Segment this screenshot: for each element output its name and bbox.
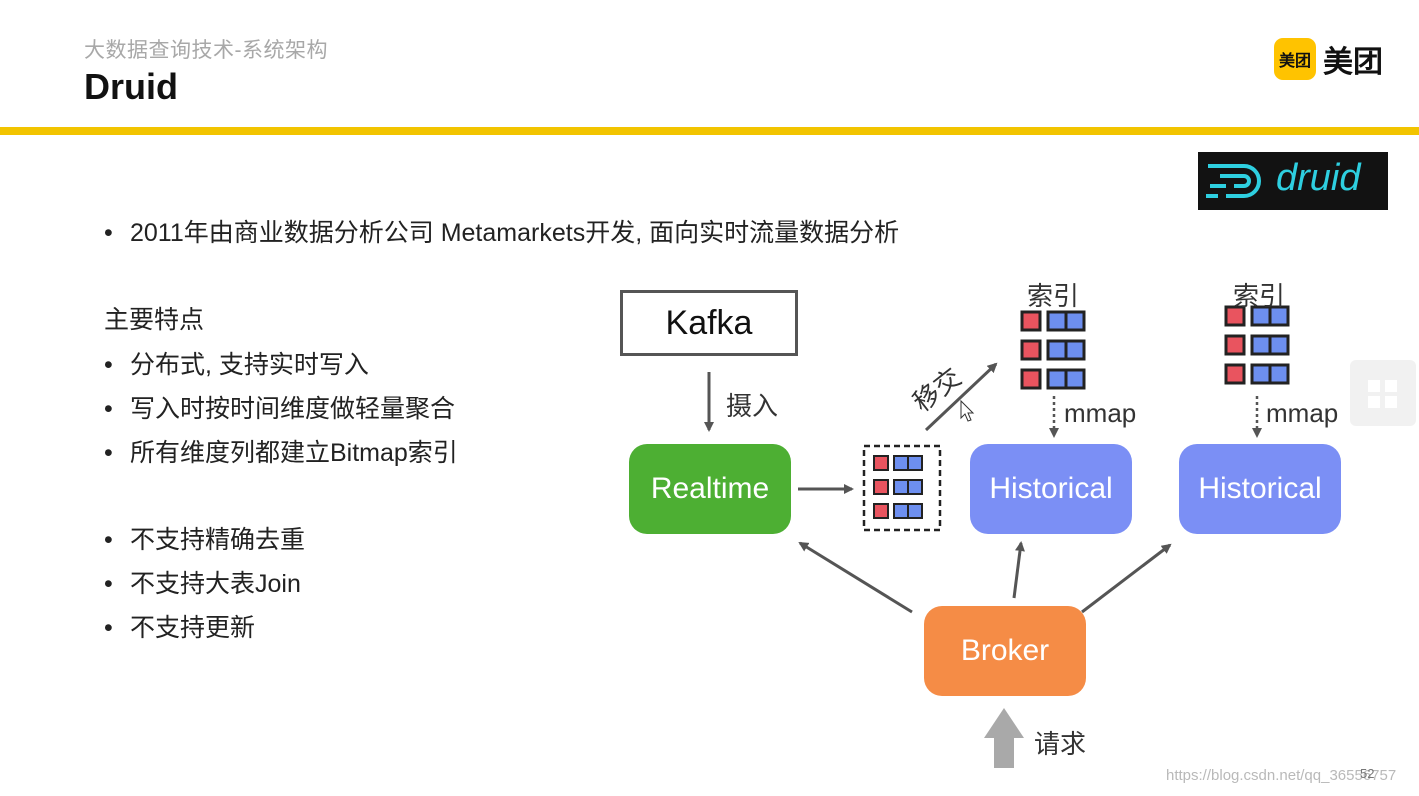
bullet-dot: •	[104, 219, 113, 247]
broker-to-realtime-arrow	[798, 541, 913, 614]
limitation-item: • 不支持大表Join	[104, 564, 301, 600]
request-arrow	[984, 708, 1024, 768]
historical-node-1: Historical	[970, 444, 1132, 534]
request-label: 请求	[1034, 729, 1087, 759]
handoff-arrow	[924, 362, 998, 432]
grid-cell	[1385, 396, 1397, 408]
slide-subtitle: 大数据查询技术-系统架构	[84, 39, 328, 62]
realtime-node: Realtime	[629, 444, 791, 534]
header-divider	[0, 127, 1419, 135]
druid-logo: druid	[1198, 152, 1388, 210]
slide-title: Druid	[84, 66, 178, 107]
limitation-item: • 不支持更新	[104, 608, 255, 644]
bullet-dot: •	[104, 351, 113, 379]
feature-text: 分布式, 支持实时写入	[130, 351, 369, 379]
kafka-node: Kafka	[620, 290, 798, 356]
index-label-2: 索引	[1233, 281, 1286, 311]
druid-logo-text: druid	[1276, 157, 1361, 199]
realtime-segment-icon	[862, 444, 942, 532]
broker-to-historical-2-arrow	[1081, 543, 1172, 614]
mouse-cursor-icon	[960, 399, 975, 422]
limitation-text: 不支持精确去重	[130, 526, 306, 554]
bullet-dot: •	[104, 439, 113, 467]
meituan-logo: 美团 美团	[1274, 37, 1383, 81]
intro-line: • 2011年由商业数据分析公司 Metamarkets开发, 面向实时流量数据分…	[104, 213, 899, 249]
mmap-label-2: mmap	[1266, 398, 1339, 428]
druid-mark-icon	[1206, 164, 1261, 198]
bullet-dot: •	[104, 570, 113, 598]
broker-to-historical-1-arrow	[1012, 541, 1025, 599]
feature-text: 所有维度列都建立Bitmap索引	[130, 439, 458, 467]
feature-item: • 写入时按时间维度做轻量聚合	[104, 389, 455, 425]
feature-item: • 分布式, 支持实时写入	[104, 345, 369, 381]
index-grid-2-icon	[1224, 305, 1290, 385]
meituan-logo-badge: 美团	[1274, 38, 1316, 80]
index-label-1: 索引	[1027, 281, 1080, 311]
features-heading: 主要特点	[104, 306, 205, 334]
index-grid-1-icon	[1020, 310, 1086, 390]
ingest-label: 摄入	[726, 391, 779, 421]
broker-node: Broker	[924, 606, 1086, 696]
meituan-logo-text: 美团	[1323, 46, 1383, 79]
feature-text: 写入时按时间维度做轻量聚合	[130, 395, 456, 423]
grid-view-button[interactable]	[1350, 360, 1416, 426]
grid-cell	[1385, 380, 1397, 392]
intro-text: 2011年由商业数据分析公司 Metamarkets开发, 面向实时流量数据分析	[130, 219, 900, 247]
historical-node-2: Historical	[1179, 444, 1341, 534]
bullet-dot: •	[104, 526, 113, 554]
limitation-text: 不支持更新	[130, 614, 256, 642]
feature-item: • 所有维度列都建立Bitmap索引	[104, 433, 458, 469]
grid-cell	[1368, 396, 1380, 408]
bullet-dot: •	[104, 614, 113, 642]
bullet-dot: •	[104, 395, 113, 423]
watermark: https://blog.csdn.net/qq_36556757	[1166, 767, 1397, 784]
limitation-item: • 不支持精确去重	[104, 520, 305, 556]
limitation-text: 不支持大表Join	[130, 570, 301, 598]
mmap-label-1: mmap	[1064, 398, 1137, 428]
grid-cell	[1368, 380, 1380, 392]
page-number: 52	[1360, 766, 1375, 781]
